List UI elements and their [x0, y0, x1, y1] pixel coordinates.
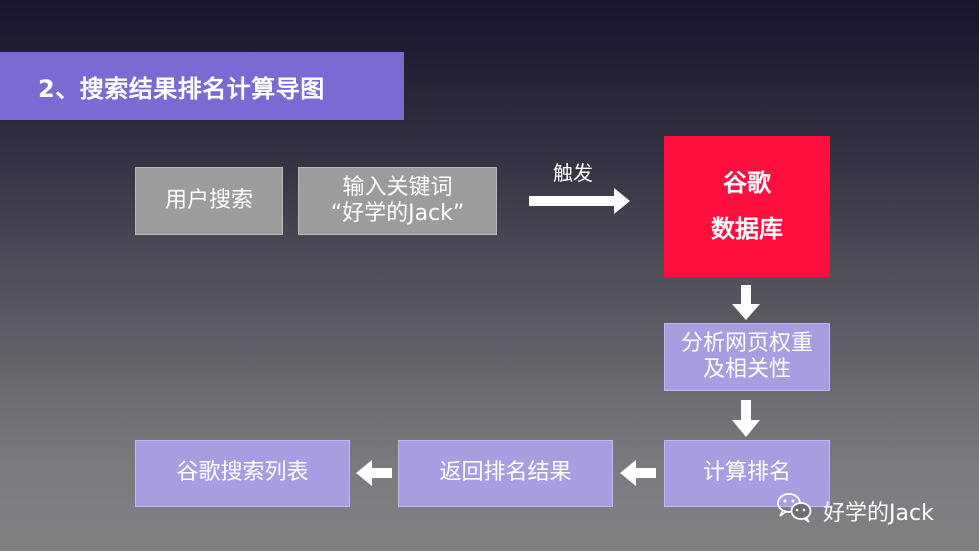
google-database-node: 谷歌 数据库: [664, 136, 830, 277]
compute-rank-label: 计算排名: [702, 460, 791, 486]
arrow-left-to-list: [356, 460, 392, 486]
database-line1: 谷歌: [723, 168, 771, 197]
input-keyword-line2: “好学的Jack”: [330, 201, 465, 226]
google-list-node: 谷歌搜索列表: [135, 440, 350, 507]
google-list-label: 谷歌搜索列表: [176, 460, 309, 486]
page-title: 2、搜索结果排名计算导图: [38, 74, 325, 103]
arrow-down-to-compute: [732, 400, 760, 437]
trigger-label: 触发: [553, 161, 593, 185]
return-results-label: 返回排名结果: [439, 460, 572, 486]
wechat-icon: [777, 493, 812, 523]
arrow-down-to-analyze: [732, 285, 760, 320]
compute-rank-node: 计算排名: [664, 440, 830, 507]
analyze-line1: 分析网页权重: [680, 330, 813, 356]
database-line2: 数据库: [711, 214, 783, 243]
input-keyword-node: 输入关键词 “好学的Jack”: [298, 167, 497, 235]
watermark-text: 好学的Jack: [823, 501, 934, 526]
return-results-node: 返回排名结果: [398, 440, 613, 507]
arrow-right-trigger: [529, 188, 630, 214]
title-bar: 2、搜索结果排名计算导图: [0, 52, 404, 120]
input-keyword-line1: 输入关键词: [342, 174, 453, 200]
user-search-label: 用户搜索: [164, 187, 253, 213]
arrow-left-to-return: [620, 460, 656, 486]
analyze-line2: 及相关性: [702, 357, 791, 382]
analyze-weight-node: 分析网页权重 及相关性: [664, 323, 830, 391]
user-search-node: 用户搜索: [135, 167, 283, 235]
